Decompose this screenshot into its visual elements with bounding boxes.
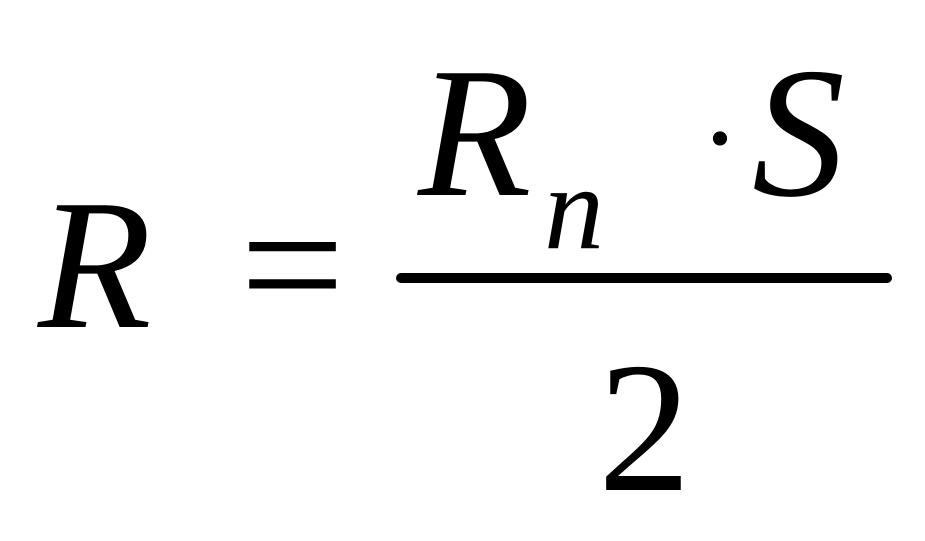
- denominator: 2: [598, 325, 691, 531]
- equals-sign: =: [240, 162, 345, 368]
- fraction-bar: [396, 273, 892, 283]
- numerator-variable: R: [418, 30, 532, 236]
- lhs-variable: R: [38, 162, 152, 368]
- numerator-subscript: n: [544, 141, 604, 274]
- multiplication-dot: ·: [700, 71, 740, 204]
- numerator-second-variable: S: [752, 30, 845, 236]
